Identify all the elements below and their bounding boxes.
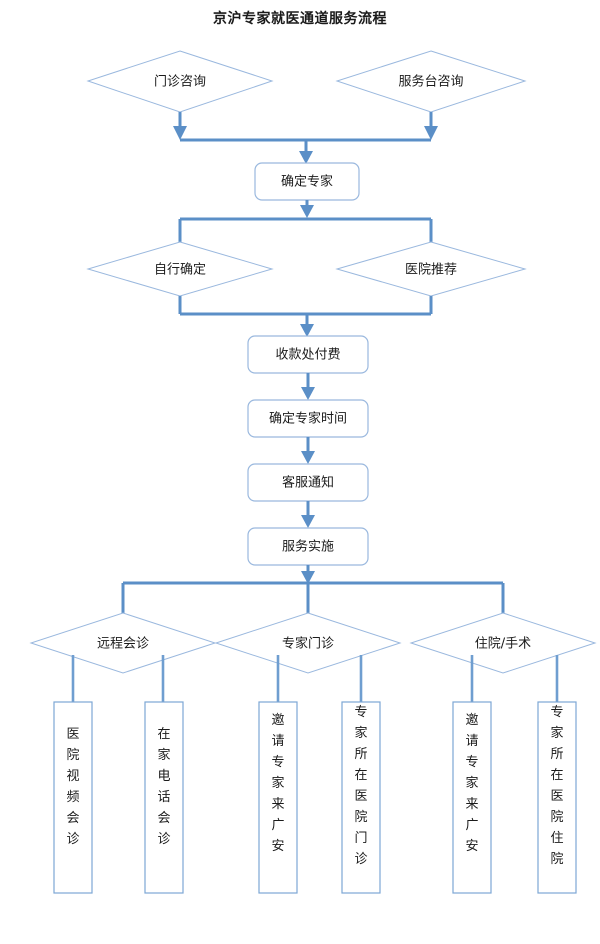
node-payment-label: 收款处付费 — [275, 348, 340, 363]
node-entry-left-label: 门诊咨询 — [154, 75, 206, 90]
node-choice-hospital-label: 医院推荐 — [405, 263, 457, 278]
connector-payment-to-time — [301, 373, 315, 400]
node-service-execute-label: 服务实施 — [282, 539, 334, 555]
node-confirm-expert-label: 确定专家 — [281, 174, 333, 190]
node-entry-right[interactable]: 服务台咨询 — [335, 50, 527, 113]
connector-expert-split — [178, 200, 433, 243]
node-leaf-6-label: 专家所在医院住院 — [550, 705, 563, 867]
node-service-notice-label: 客服通知 — [282, 475, 334, 491]
node-leaf-1[interactable]: 医院视频会诊 — [53, 701, 93, 894]
node-confirm-expert[interactable]: 确定专家 — [254, 162, 360, 201]
node-expert-clinic[interactable]: 专家门诊 — [214, 612, 402, 674]
node-leaf-4[interactable]: 专家所在医院门诊 — [341, 701, 381, 894]
node-expert-clinic-label: 专家门诊 — [282, 636, 334, 652]
node-entry-left[interactable]: 门诊咨询 — [86, 50, 274, 113]
node-leaf-2[interactable]: 在家电话会诊 — [144, 701, 184, 894]
connector-choices-merge — [178, 296, 433, 337]
node-choice-hospital[interactable]: 医院推荐 — [335, 241, 527, 297]
node-payment[interactable]: 收款处付费 — [247, 335, 369, 374]
connector-diamond-to-leaves — [71, 655, 559, 702]
page-title: 京沪专家就医通道服务流程 — [213, 11, 387, 27]
node-inpatient-surgery[interactable]: 住院/手术 — [409, 612, 597, 674]
node-leaf-6[interactable]: 专家所在医院住院 — [537, 701, 577, 894]
node-remote-consult[interactable]: 远程会诊 — [29, 612, 217, 674]
node-service-execute[interactable]: 服务实施 — [247, 527, 369, 566]
node-leaf-1-label: 医院视频会诊 — [66, 727, 79, 847]
connector-execute-split — [121, 565, 505, 614]
connector-entries-merge — [173, 112, 438, 164]
node-leaf-4-label: 专家所在医院门诊 — [354, 705, 367, 867]
node-choice-self[interactable]: 自行确定 — [86, 241, 274, 297]
node-service-notice[interactable]: 客服通知 — [247, 463, 369, 502]
connector-time-to-notice — [301, 437, 315, 464]
node-leaf-3[interactable]: 邀请专家来广安 — [258, 701, 298, 894]
node-leaf-3-label: 邀请专家来广安 — [271, 713, 284, 854]
node-entry-right-label: 服务台咨询 — [398, 74, 463, 90]
node-confirm-time-label: 确定专家时间 — [269, 411, 347, 427]
connector-notice-to-execute — [301, 501, 315, 528]
node-leaf-5[interactable]: 邀请专家来广安 — [452, 701, 492, 894]
node-choice-self-label: 自行确定 — [154, 263, 206, 278]
node-confirm-time[interactable]: 确定专家时间 — [247, 399, 369, 438]
node-inpatient-surgery-label: 住院/手术 — [475, 637, 531, 652]
node-leaf-5-label: 邀请专家来广安 — [465, 713, 478, 854]
node-leaf-2-label: 在家电话会诊 — [157, 727, 170, 847]
node-remote-consult-label: 远程会诊 — [97, 637, 149, 652]
